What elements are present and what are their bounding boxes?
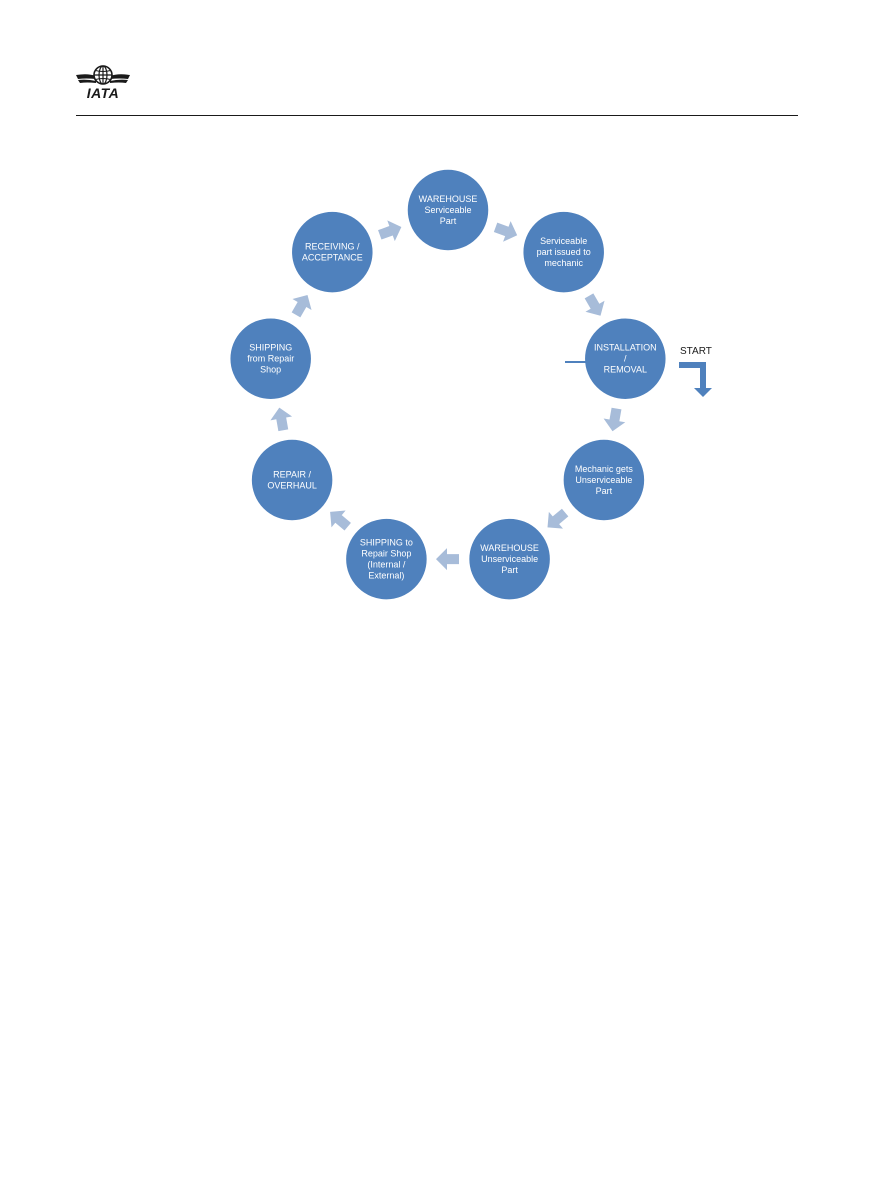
start-label: START [680,346,712,357]
cycle-node-circle [467,517,552,601]
flow-arrow-icon [603,407,626,432]
cycle-node-label-line: mechanic [544,258,583,268]
cycle-node-label-line: ACCEPTANCE [302,253,363,263]
cycle-node-label-line: Unserviceable [575,475,632,485]
cycle-node-circle [228,316,313,401]
cycle-node-label-line: Part [440,216,457,226]
cycle-node-label-line: WAREHOUSE [480,543,539,553]
cycle-node-circle [290,210,375,294]
cycle-node-label-line: SHIPPING to [360,538,413,548]
cycle-node-installation-removal: INSTALLATION/REMOVAL [583,316,668,401]
iata-logo-icon: IATA [76,65,130,100]
start-arrow-icon [679,362,712,397]
cycle-node-repair-overhaul: REPAIR /OVERHAUL [250,438,334,522]
cycle-node-label-line: from Repair [247,354,294,364]
cycle-node-label-line: part issued to [537,247,591,257]
cycle-node-label: RECEIVING /ACCEPTANCE [302,242,363,263]
cycle-node-label-line: Serviceable [424,205,471,215]
flow-arrow-icon [436,548,459,571]
start-marker: START [565,346,712,397]
cycle-node-circle [562,438,646,522]
flow-arrow-icon [378,220,402,242]
svg-text:IATA: IATA [87,85,120,100]
cycle-node-label-line: REPAIR / [273,470,311,480]
cycle-node-label-line: (Internal / [367,560,406,570]
cycle-node-circle [521,210,606,294]
cycle-node-label-line: Repair Shop [361,549,411,559]
cycle-node-label-line: External) [368,571,404,581]
cycle-node-circle [583,316,668,401]
flow-arrows [270,220,626,571]
cycle-node-label-line: REMOVAL [604,365,647,375]
cycle-node-label-line: OVERHAUL [267,481,317,491]
flow-arrow-icon [584,293,605,316]
cycle-node-label-line: Part [501,565,518,575]
cycle-node-label-line: WAREHOUSE [419,194,478,204]
flow-arrow-icon [291,295,312,318]
cycle-node-label-line: SHIPPING [249,343,292,353]
cycle-node-label-line: INSTALLATION [594,343,657,353]
cycle-node-receiving-acceptance: RECEIVING /ACCEPTANCE [290,210,375,294]
cycle-node-label-line: Part [596,486,613,496]
flow-arrow-icon [493,221,518,242]
cycle-node-circle [344,517,429,601]
cycle-node-label-line: Serviceable [540,236,587,246]
flow-arrow-icon [330,510,351,531]
cycle-node-label-line: RECEIVING / [305,242,360,252]
header-rule [76,115,798,116]
cycle-node-circle [406,168,490,252]
cycle-node-circle [250,438,334,522]
cycle-node-label-line: Unserviceable [481,554,538,564]
cycle-node-label-line: / [624,354,627,364]
cycle-node-label: REPAIR /OVERHAUL [267,470,317,491]
flow-arrow-icon [547,508,569,529]
cycle-node-label-line: Shop [260,365,281,375]
cycle-node-label-line: Mechanic gets [575,464,634,474]
flow-arrow-icon [270,407,293,432]
cycle-node-label: INSTALLATION/REMOVAL [594,343,657,375]
